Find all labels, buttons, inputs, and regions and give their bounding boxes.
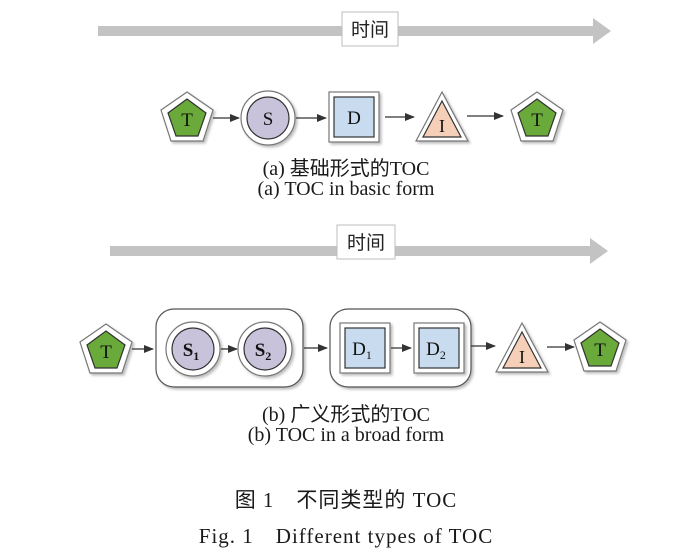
caption-b-chinese: (b) 广义形式的TOC bbox=[262, 404, 430, 426]
node-label-a2: S bbox=[263, 109, 274, 130]
square-node-a3 bbox=[328, 91, 380, 143]
node-label-d1: D1 bbox=[352, 339, 372, 362]
figure-caption-english: Fig. 1 Different types of TOC bbox=[198, 524, 494, 548]
caption-a-chinese: (a) 基础形式的TOC bbox=[262, 158, 430, 180]
pentagon-node-a5 bbox=[510, 91, 564, 142]
caption-a-english: (a) TOC in basic form bbox=[257, 178, 435, 200]
pentagon-node-a1 bbox=[160, 91, 214, 142]
node-label-b1: T bbox=[100, 342, 112, 363]
square-node-d2 bbox=[413, 322, 465, 374]
square-node-d1 bbox=[339, 322, 391, 374]
pentagon-node-b1 bbox=[79, 323, 133, 374]
triangle-node-b6 bbox=[495, 321, 549, 373]
time-label-box-b: 时间 bbox=[336, 224, 396, 260]
figure-caption-chinese: 图 1 不同类型的 TOC bbox=[234, 488, 458, 512]
node-label-a5: T bbox=[531, 110, 543, 131]
node-label-s2: S2 bbox=[255, 340, 272, 363]
node-label-a4: I bbox=[439, 116, 445, 136]
node-label-b7: T bbox=[594, 340, 606, 361]
pentagon-node-b7 bbox=[573, 321, 627, 372]
node-label-b6: I bbox=[519, 347, 525, 367]
node-label-d2: D2 bbox=[426, 339, 446, 362]
circle-node-s2 bbox=[237, 321, 293, 377]
triangle-node-a4 bbox=[415, 90, 469, 142]
time-label-b: 时间 bbox=[347, 232, 385, 254]
time-label-box-a: 时间 bbox=[341, 11, 399, 47]
circle-node-s1 bbox=[165, 321, 221, 377]
node-label-s1: S1 bbox=[183, 340, 200, 363]
node-label-a3: D bbox=[347, 108, 361, 129]
caption-b-english: (b) TOC in a broad form bbox=[247, 424, 445, 446]
node-label-a1: T bbox=[181, 110, 193, 131]
circle-node-a2 bbox=[240, 90, 296, 146]
time-label-a: 时间 bbox=[351, 19, 389, 41]
